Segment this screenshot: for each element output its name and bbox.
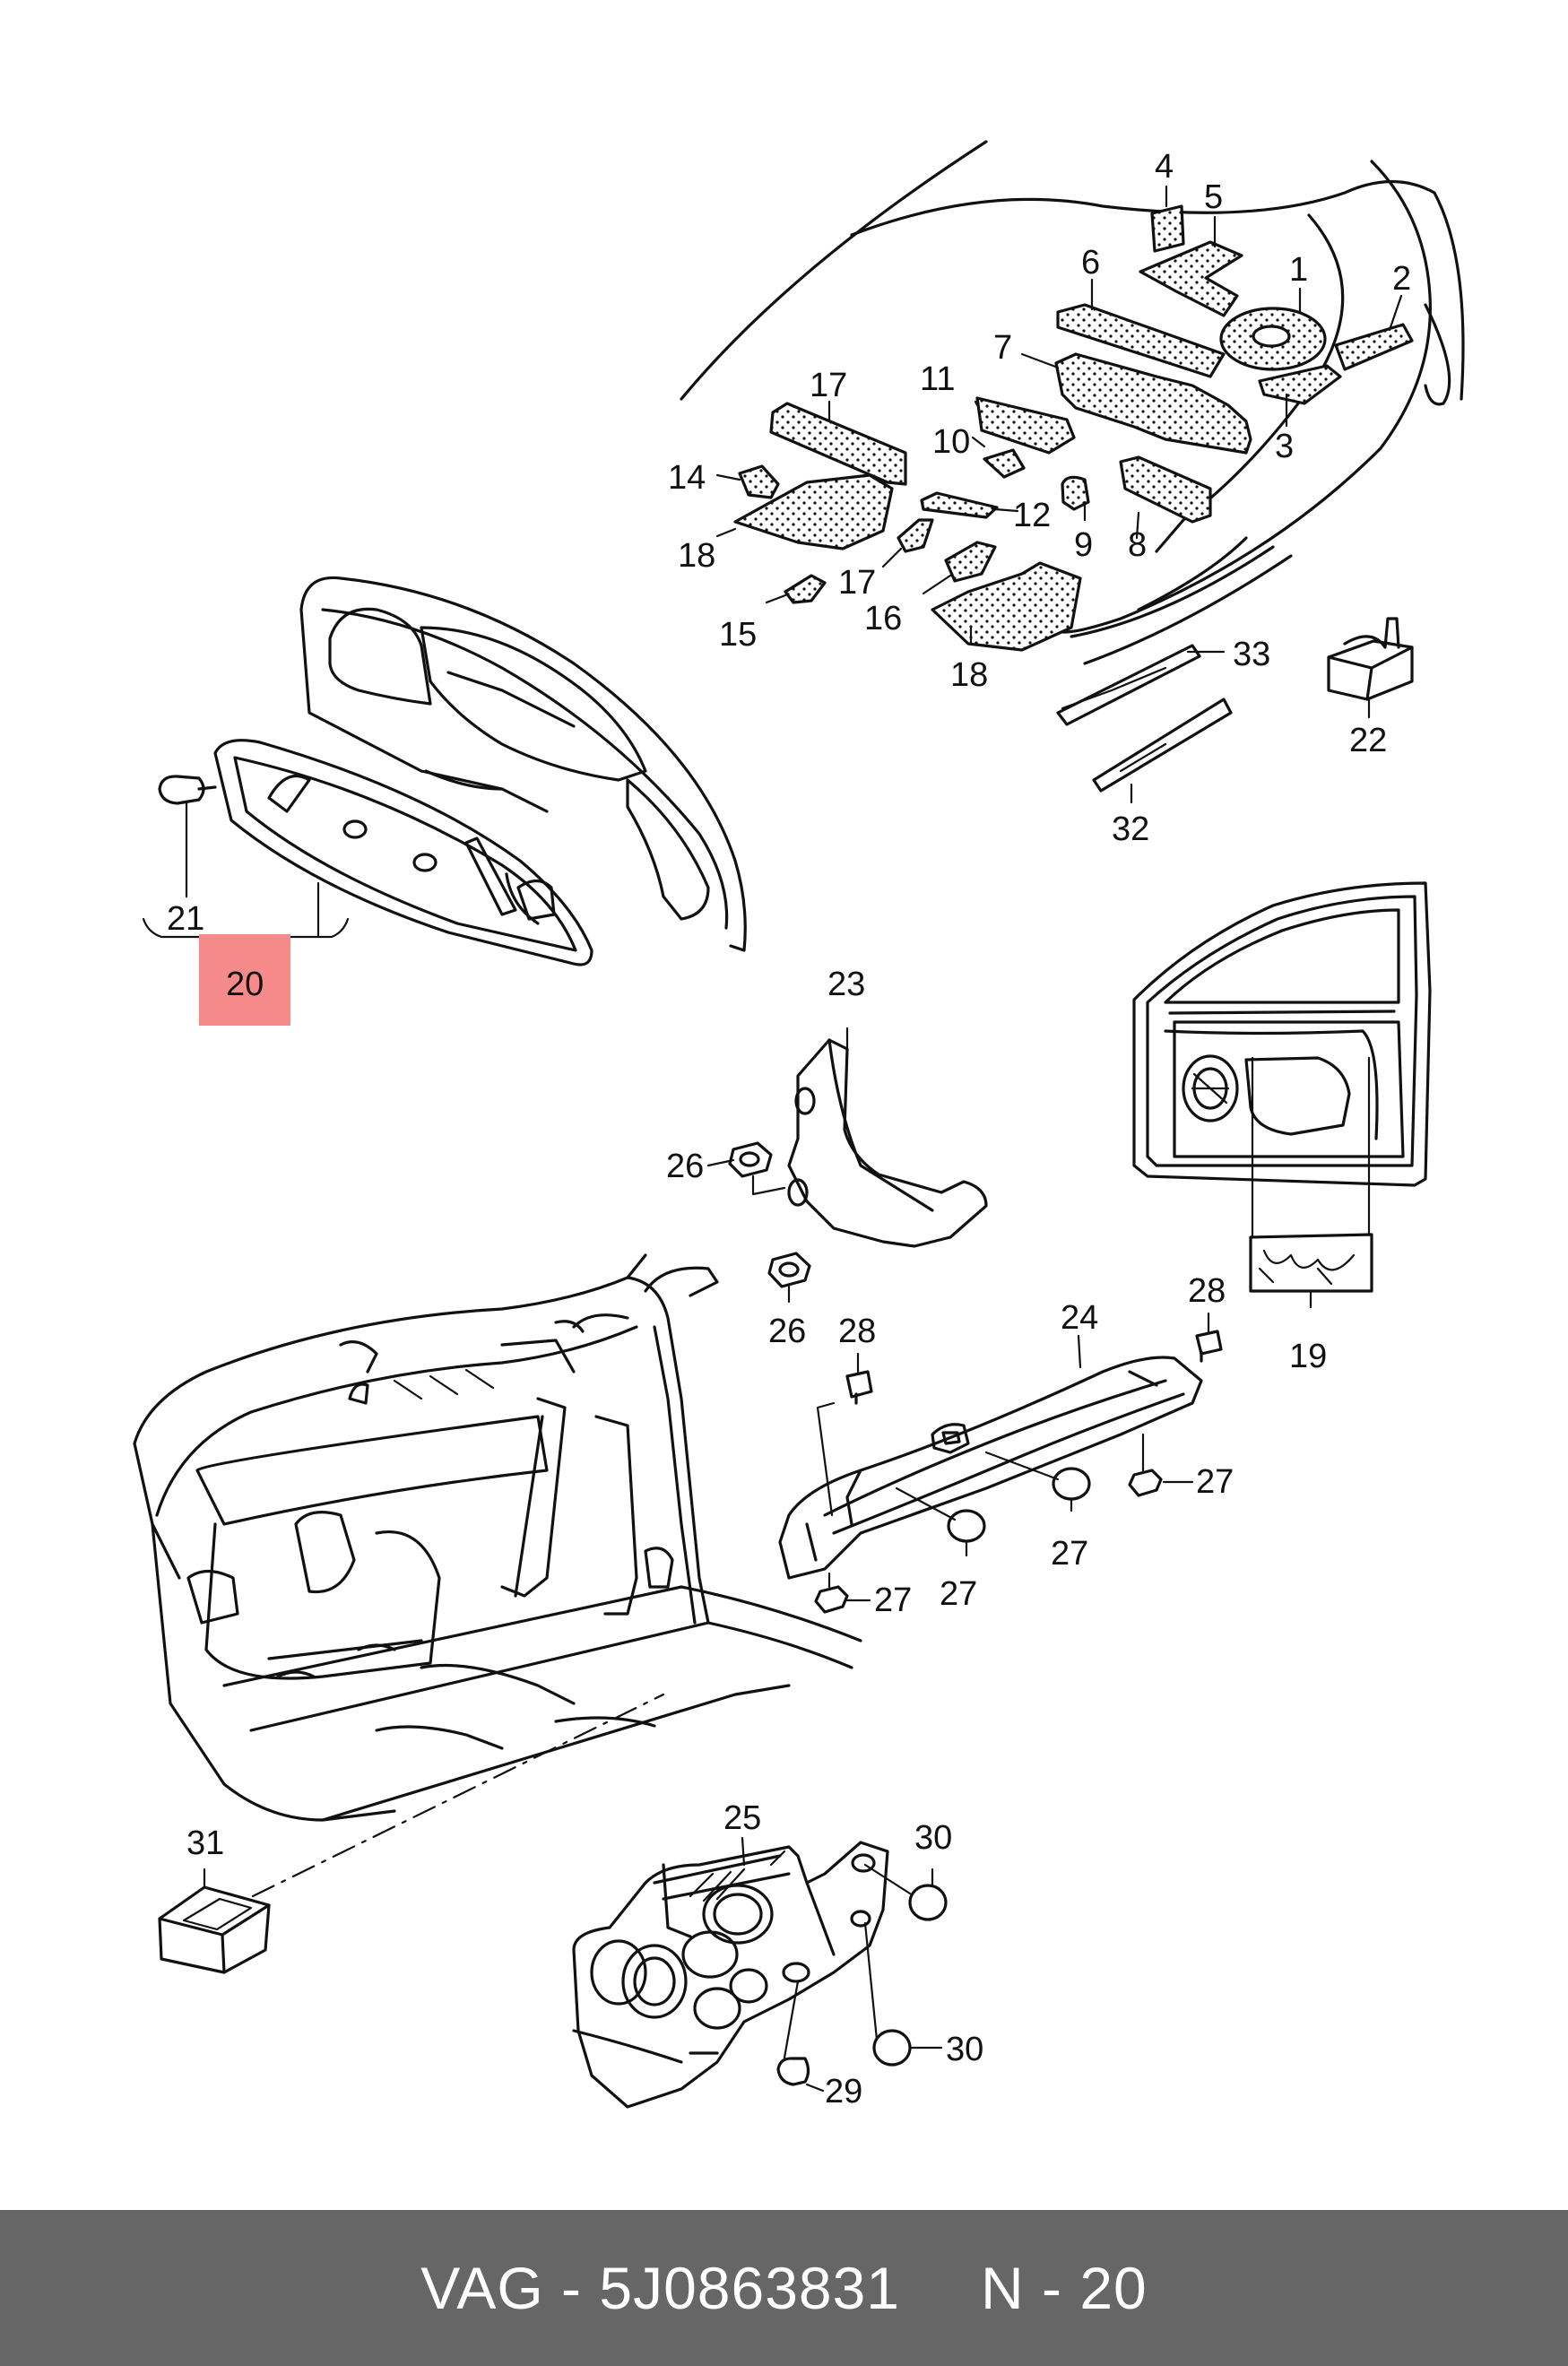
strip-33: [1056, 644, 1201, 726]
callout-4: 4: [1155, 148, 1174, 186]
callout-26a: 26: [666, 1148, 704, 1185]
nut-27c: [1128, 1469, 1163, 1497]
pad-4: [1150, 204, 1185, 253]
clip-27a: [1052, 1467, 1091, 1501]
part-number: VAG - 5J0863831: [420, 2255, 901, 2321]
callout-2: 2: [1392, 260, 1411, 298]
pad-8: [1119, 455, 1212, 524]
pad-11: [975, 396, 1076, 455]
pad-6: [1056, 303, 1226, 378]
nut-26b: [767, 1252, 811, 1288]
parts-diagram: 4 5 6 1 2 7 3 11 17 10 14 12 9 8 18 17 1…: [133, 140, 1465, 2110]
callout-3: 3: [1275, 428, 1294, 465]
leader-lines: [142, 185, 1403, 2093]
callout-19: 19: [1289, 1338, 1327, 1375]
bolt-28a: [845, 1370, 873, 1405]
block-31: [158, 1885, 271, 1974]
callout-12: 12: [1013, 497, 1051, 534]
callout-25: 25: [723, 1799, 761, 1837]
callout-32: 32: [1112, 810, 1149, 848]
pad-16: [944, 541, 997, 583]
pad-14: [738, 464, 780, 499]
nut-26a: [728, 1141, 773, 1178]
cowl-panel-24: [778, 1356, 1203, 1580]
highlight-box-20: [199, 934, 290, 1026]
callout-23: 23: [827, 966, 865, 1003]
pad-17b: [897, 518, 934, 553]
clip-27b: [947, 1509, 986, 1543]
blower-grid-hatch: [393, 1368, 495, 1400]
callout-31: 31: [186, 1824, 224, 1862]
callout-16: 16: [864, 600, 902, 637]
insulation-25: [572, 1841, 889, 2109]
callout-24: 24: [1061, 1299, 1098, 1337]
callout-17a: 17: [810, 367, 847, 404]
pad-17a: [769, 402, 907, 486]
callout-28a: 28: [838, 1313, 876, 1350]
callout-27c: 27: [940, 1575, 977, 1613]
block-22: [1327, 617, 1414, 701]
clip-29: [776, 2057, 810, 2086]
callout-6: 6: [1081, 244, 1100, 282]
callout-18b: 18: [950, 656, 988, 694]
callout-27b: 27: [1051, 1535, 1088, 1573]
pad-18a: [733, 473, 894, 550]
door: [1132, 881, 1432, 1187]
pad-3: [1258, 364, 1342, 405]
footer-bar: VAG - 5J0863831 N - 20: [0, 2210, 1568, 2366]
nut-27d: [814, 1585, 849, 1614]
hood-seal: [213, 739, 593, 966]
callout-15: 15: [719, 616, 757, 654]
callout-11: 11: [920, 360, 955, 398]
callout-1: 1: [1289, 251, 1308, 289]
clip-30b: [872, 2029, 912, 2067]
callout-7: 7: [993, 329, 1012, 367]
pad-9: [1061, 475, 1090, 511]
door-panel-19: [1249, 1233, 1373, 1293]
callout-17b: 17: [838, 564, 876, 602]
clip-21: [158, 775, 217, 805]
callout-27a: 27: [1196, 1463, 1234, 1501]
strip-32: [1092, 698, 1233, 793]
callout-21: 21: [167, 900, 204, 938]
pad-12: [920, 491, 999, 519]
sill-strips: [1056, 644, 1233, 793]
clip-30a: [908, 1884, 948, 1921]
diagram-reference: N - 20: [981, 2255, 1148, 2321]
pad-18b: [931, 561, 1082, 652]
callout-27d: 27: [874, 1582, 912, 1619]
callout-30b: 30: [946, 2031, 983, 2068]
callout-10: 10: [932, 423, 970, 461]
bracket-23: [787, 1038, 988, 1248]
callout-labels: 4 5 6 1 2 7 3 11 17 10 14 12 9 8 18 17 1…: [167, 148, 1411, 2110]
callout-29: 29: [825, 2073, 862, 2110]
callout-9: 9: [1074, 526, 1093, 564]
callout-20: 20: [226, 966, 264, 1003]
hood: [299, 576, 747, 952]
pad-5: [1139, 240, 1243, 317]
pad-7: [1054, 352, 1252, 455]
bolt-28b: [1195, 1330, 1223, 1363]
pad-15: [784, 574, 827, 604]
engine-bay: [133, 1253, 862, 1822]
callout-18a: 18: [678, 537, 715, 575]
callout-22: 22: [1349, 722, 1387, 759]
callout-28b: 28: [1188, 1272, 1226, 1310]
callout-30a: 30: [914, 1819, 952, 1857]
callout-5: 5: [1204, 178, 1223, 216]
insulation-pads: [733, 204, 1414, 652]
callout-26b: 26: [768, 1313, 806, 1350]
pad-10: [983, 448, 1026, 479]
callout-33: 33: [1233, 636, 1270, 673]
callout-14: 14: [668, 459, 706, 497]
callout-8: 8: [1128, 526, 1147, 564]
pad-2: [1334, 323, 1414, 371]
